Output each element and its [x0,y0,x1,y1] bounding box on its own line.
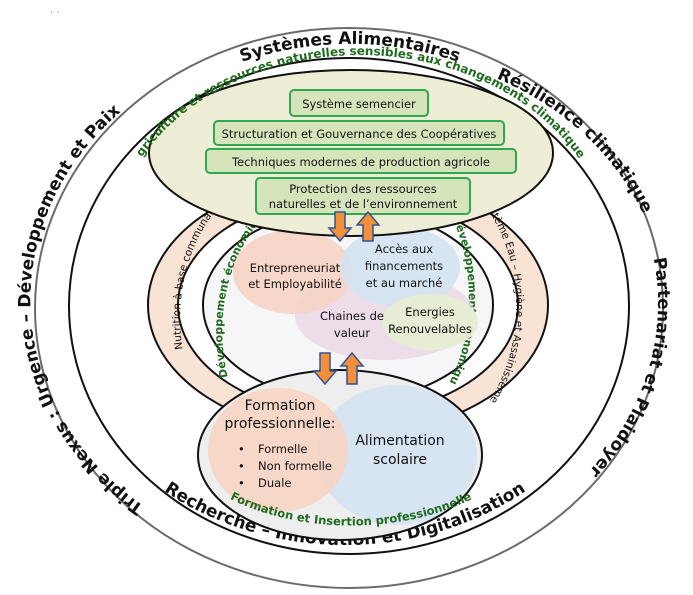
bullet: • [238,459,245,473]
arrow-down-bottom [312,352,338,386]
formation-item: Non formelle [258,459,332,473]
acces-line2: financements [365,259,443,273]
formation-item: Duale [258,476,291,490]
agri-box-techniques: Techniques modernes de production agrico… [205,148,517,174]
acces-line3: et au marché [366,276,443,290]
alimentation-line2: scolaire [373,452,427,468]
chaines-line2: valeur [334,326,370,340]
chaines-line1: Chaines de [320,309,384,323]
blob-alimentation [317,385,477,525]
top-artifact: · · [50,8,60,19]
acces-line1: Accès aux [375,242,433,256]
agri-box-techniques-label: Techniques modernes de production agrico… [231,155,490,169]
formation-title-line2: professionnelle: [225,416,336,432]
alimentation-line1: Alimentation [355,433,444,449]
agri-box-semencier: Système semencier [289,89,429,117]
blob-entrepreneuriat [233,230,353,314]
blob-acces [340,227,460,307]
entrepreneuriat-line1: Entrepreneuriat [250,261,341,275]
agri-box-protection: Protection des ressources naturelles et … [255,177,471,215]
agri-box-protection-line1: Protection des ressources [289,182,437,196]
arrow-up-top [355,210,381,242]
energies-line1: Energies [405,305,455,319]
formation-item: Formelle [258,442,308,456]
bullet: • [238,476,245,490]
agri-box-semencier-label: Système semencier [302,97,416,111]
blob-formation [208,388,348,512]
energies-line2: Renouvelables [388,322,472,336]
formation-title-line1: Formation [245,398,316,414]
agri-box-structuration-label: Structuration et Gouvernance des Coopéra… [222,127,497,141]
entrepreneuriat-line2: et Employabilité [248,277,342,291]
blob-energies [382,294,478,350]
bullet: • [238,442,245,456]
agri-box-protection-line2: naturelles et de l’environnement [269,197,458,211]
arrow-up-bottom [339,351,365,385]
arrow-down-top [327,211,353,243]
formation-list: • Formelle • Non formelle • Duale [238,442,332,490]
agri-box-structuration: Structuration et Gouvernance des Coopéra… [213,120,505,146]
